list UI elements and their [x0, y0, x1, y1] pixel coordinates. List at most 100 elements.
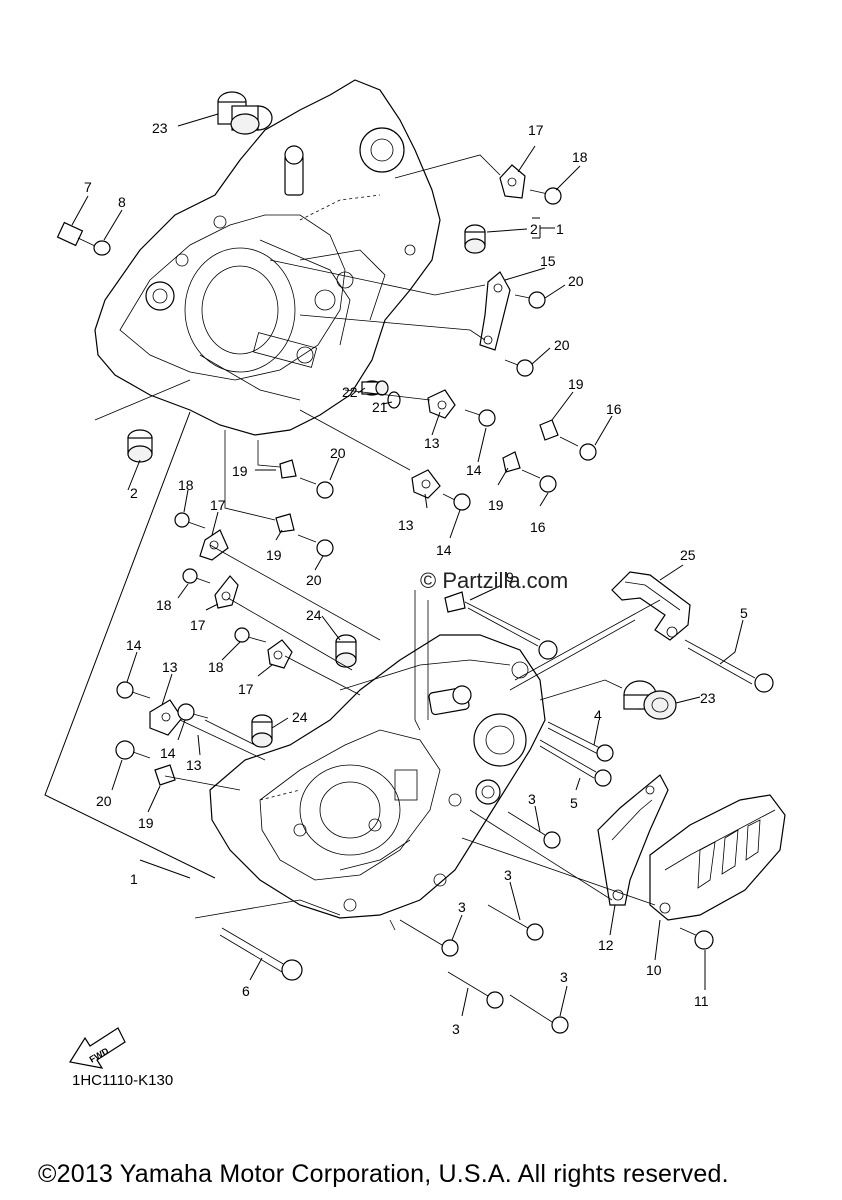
callout-18-b: 18	[156, 597, 172, 613]
fwd-arrow-icon: FWD	[69, 1027, 126, 1069]
callout-24-a: 24	[306, 607, 322, 623]
bolt-5-lower	[539, 739, 612, 787]
callout-5-upper: 5	[740, 605, 748, 621]
left-crankcase-half	[94, 79, 441, 436]
callout-20-d: 20	[306, 572, 322, 588]
plate-19-e	[154, 764, 176, 786]
callout-19-b: 19	[488, 497, 504, 513]
bolt-3-d	[447, 971, 504, 1009]
callout-15: 15	[540, 253, 556, 269]
washer-8	[93, 240, 111, 256]
dowel-2-upper	[464, 224, 486, 254]
callout-20-b: 20	[554, 337, 570, 353]
bushing-23-upper	[217, 91, 273, 135]
callout-17-b: 17	[190, 617, 206, 633]
bolt-7	[56, 221, 96, 247]
callout-17-a: 17	[210, 497, 226, 513]
callout-8: 8	[118, 194, 126, 210]
callout-2-lower: 2	[130, 485, 138, 501]
callout-6: 6	[242, 983, 250, 999]
callout-2-upper: 2	[530, 221, 538, 237]
bolt-9	[444, 591, 558, 660]
callout-20-c: 20	[330, 445, 346, 461]
bolt-3-c	[399, 919, 459, 957]
callout-3-b: 3	[504, 867, 512, 883]
callout-20-a: 20	[568, 273, 584, 289]
plate-13-a	[427, 389, 456, 419]
callout-22: 22	[342, 384, 358, 400]
callout-20-e: 20	[96, 793, 112, 809]
plate-13-c	[149, 699, 183, 736]
copyright-notice: ©2013 Yamaha Motor Corporation, U.S.A. A…	[38, 1160, 729, 1188]
bushing-23-lower	[623, 680, 677, 720]
pipe-22	[361, 380, 389, 396]
callout-19-e: 19	[138, 815, 154, 831]
bolt-14-d	[177, 703, 209, 721]
callout-14-b: 14	[436, 542, 452, 558]
callout-14-d: 14	[160, 745, 176, 761]
plate-19-d	[275, 513, 295, 533]
callout-3-a: 3	[528, 791, 536, 807]
bracket-17-a	[199, 529, 229, 561]
dowel-2-lower	[127, 429, 153, 463]
watermark: © Partzilla.com	[420, 568, 569, 593]
bracket-17-c	[267, 639, 293, 669]
bolt-16-b	[521, 469, 557, 493]
callout-3-c: 3	[458, 899, 466, 915]
callout-16-a: 16	[606, 401, 622, 417]
callout-13-c: 13	[162, 659, 178, 675]
callout-13-d: 13	[186, 757, 202, 773]
bolt-18-upper	[529, 187, 562, 205]
callout-18-a: 18	[178, 477, 194, 493]
bolt-14-c	[116, 681, 151, 699]
leader-lines	[44, 113, 744, 1017]
callout-19-d: 19	[266, 547, 282, 563]
plate-15	[479, 271, 511, 351]
bracket-17-upper	[499, 164, 526, 199]
bolt-18-c	[234, 627, 267, 643]
callout-13-a: 13	[424, 435, 440, 451]
bolt-3-a	[507, 811, 561, 849]
bracket-17-b	[214, 575, 239, 609]
callout-19-a: 19	[568, 376, 584, 392]
callout-16-b: 16	[530, 519, 546, 535]
callout-7: 7	[84, 179, 92, 195]
dowel-24-b	[251, 714, 273, 748]
bolt-20-d	[297, 534, 334, 557]
callout-25: 25	[680, 547, 696, 563]
callout-11: 11	[694, 993, 709, 1009]
callout-4: 4	[594, 707, 602, 723]
callout-21: 21	[372, 399, 388, 415]
plate-19-b	[502, 451, 521, 473]
bolt-14-b	[442, 493, 471, 511]
guide-25	[611, 571, 691, 641]
bolt-5-upper	[684, 639, 774, 693]
callout-9: 9	[506, 569, 514, 585]
bolt-3-e	[509, 994, 569, 1034]
bolt-11	[679, 927, 714, 950]
right-crankcase-half	[209, 634, 546, 919]
plate-19-c	[279, 459, 297, 479]
callout-1-lower: 1	[130, 871, 138, 887]
bolt-4	[547, 721, 614, 762]
sprocket-cover-10	[649, 794, 786, 921]
callout-18-c: 18	[208, 659, 224, 675]
callout-12: 12	[598, 937, 614, 953]
o-ring-21	[387, 391, 401, 409]
plate-19-a	[539, 419, 559, 441]
bolt-6	[219, 927, 303, 981]
bolt-18-a	[174, 512, 206, 529]
plate-13-b	[411, 469, 441, 499]
callout-14-c: 14	[126, 637, 142, 653]
callout-17-c: 17	[238, 681, 254, 697]
callout-23-lower: 23	[700, 690, 716, 706]
bolt-20-a	[514, 291, 546, 309]
bolt-18-b	[182, 568, 211, 584]
callout-17-upper: 17	[528, 122, 544, 138]
callout-18-upper: 18	[572, 149, 588, 165]
callout-14-a: 14	[466, 462, 482, 478]
bolt-20-b	[504, 359, 534, 377]
bolt-3-b	[487, 904, 544, 941]
bolt-16-a	[559, 436, 597, 461]
